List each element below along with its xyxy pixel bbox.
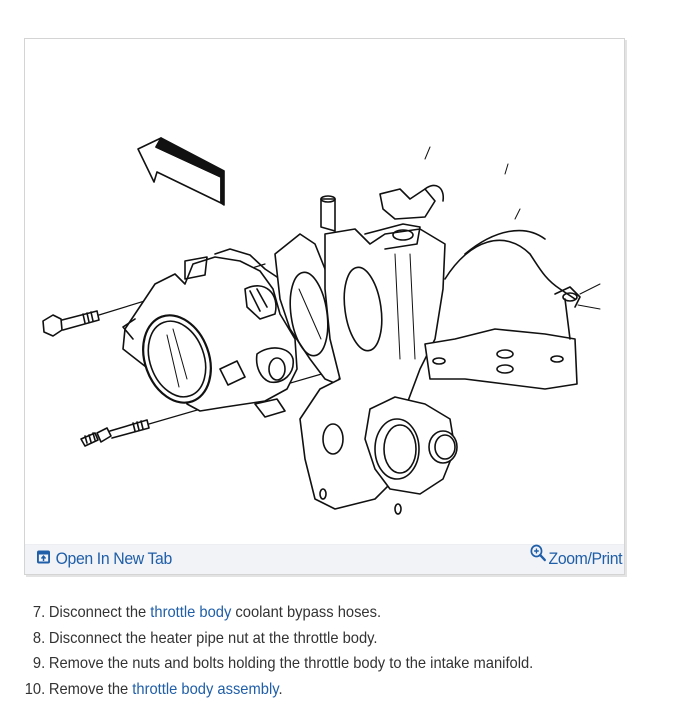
step-text: Remove the nuts and bolts holding the th… [48,655,534,672]
zoom-print-label: Zoom/Print [548,549,622,568]
step-text-end: coolant bypass hoses. [231,604,382,621]
open-in-new-tab-icon [37,549,51,569]
intake-manifold [299,146,601,515]
step-text: Disconnect the heater pipe nut at the th… [48,629,378,647]
throttle-body-diagram[interactable] [25,39,624,544]
step-item: 7.Disconnect the throttle body coolant b… [24,600,533,626]
step-text: Disconnect the [48,604,151,621]
throttle-body [122,248,298,418]
step-item: 9.Remove the nuts and bolts holding the … [24,651,533,677]
zoom-in-icon [530,544,547,567]
figure-card: Open In New Tab Zoom/Print [24,38,625,575]
lower-bolt [80,372,326,447]
step-text-end: . [278,680,283,698]
step-number: 9. [32,655,46,672]
upper-bolt [42,263,266,337]
throttle-body-assembly-link[interactable]: throttle body assembly [132,680,279,698]
diagram-drawing [42,137,601,515]
throttle-body-link[interactable]: throttle body [150,604,232,621]
instruction-steps: 7.Disconnect the throttle body coolant b… [24,600,578,702]
step-number: 10. [24,680,46,698]
zoom-print-link[interactable]: Zoom/Print [530,544,622,569]
step-number: 7. [32,604,46,621]
open-in-new-tab-link[interactable]: Open In New Tab [37,549,172,569]
step-item: 10.Remove the throttle body assembly. [24,677,533,703]
step-text: Remove the [48,680,133,698]
open-in-new-tab-label: Open In New Tab [55,549,173,568]
figure-footer: Open In New Tab Zoom/Print [25,544,624,574]
step-item: 8.Disconnect the heater pipe nut at the … [24,626,533,652]
step-number: 8. [32,629,46,647]
direction-arrow-icon [137,137,225,206]
